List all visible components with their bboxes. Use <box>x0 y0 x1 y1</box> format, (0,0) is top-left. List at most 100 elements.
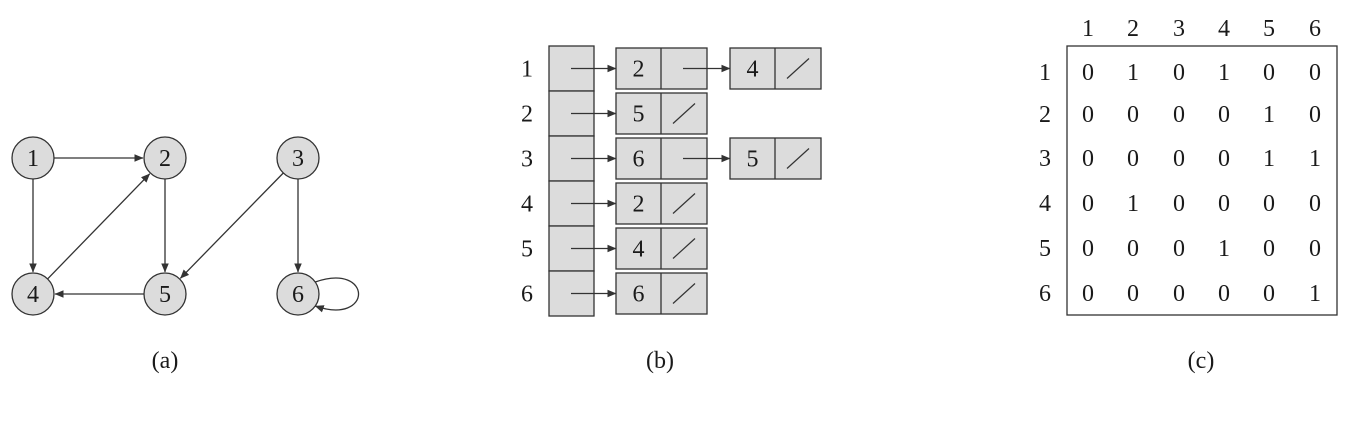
node-circle <box>143 272 187 316</box>
list-node-value: 2 <box>633 57 645 83</box>
column-header-6: 6 <box>1309 16 1321 42</box>
nil-slash <box>672 238 696 259</box>
matrix-cell: 0 <box>1173 146 1185 172</box>
column-header-1: 1 <box>1082 16 1094 42</box>
matrix-cell: 0 <box>1082 281 1094 307</box>
list-node: 5 <box>615 92 708 135</box>
matrix-cell: 0 <box>1082 102 1094 128</box>
node-label: 3 <box>292 146 304 172</box>
graph-edges <box>29 154 360 313</box>
list-node-value: 5 <box>747 147 759 173</box>
matrix-cell: 0 <box>1263 60 1275 86</box>
list-node: 2 <box>615 182 708 225</box>
vertex-label: 5 <box>521 237 533 263</box>
node-label: 1 <box>27 146 39 172</box>
node-6: 6 <box>276 272 320 316</box>
nil-slash <box>786 148 810 169</box>
node-circle <box>11 136 55 180</box>
list-node: 2 <box>615 47 731 90</box>
matrix-cell: 0 <box>1218 281 1230 307</box>
node-circle <box>11 272 55 316</box>
nil-slash <box>786 58 810 79</box>
list-node: 6 <box>615 137 731 180</box>
matrix-cell: 1 <box>1263 146 1275 172</box>
node-label: 2 <box>159 146 171 172</box>
matrix-cell: 0 <box>1127 236 1139 262</box>
matrix-cell: 0 <box>1173 60 1185 86</box>
nil-slash <box>672 193 696 214</box>
list-node-value: 4 <box>747 57 759 83</box>
vertex-label: 4 <box>521 192 533 218</box>
matrix-cell: 1 <box>1263 102 1275 128</box>
node-1: 1 <box>11 136 55 180</box>
column-header-2: 2 <box>1127 16 1139 42</box>
node-label: 5 <box>159 282 171 308</box>
matrix-cell: 0 <box>1127 102 1139 128</box>
row-header-3: 3 <box>1039 146 1051 172</box>
matrix-cell: 0 <box>1082 146 1094 172</box>
matrix-cell: 1 <box>1309 146 1321 172</box>
matrix-cell: 1 <box>1127 60 1139 86</box>
matrix-cell: 0 <box>1082 236 1094 262</box>
matrix-cell: 0 <box>1263 191 1275 217</box>
matrix-cell: 0 <box>1173 191 1185 217</box>
edge-6-6-self-loop <box>314 277 360 313</box>
matrix-cell: 0 <box>1173 236 1185 262</box>
node-label: 6 <box>292 282 304 308</box>
matrix-cell: 0 <box>1309 60 1321 86</box>
matrix-cell: 1 <box>1127 191 1139 217</box>
matrix-cell: 0 <box>1218 102 1230 128</box>
list-node: 6 <box>615 272 708 315</box>
panel-a-caption: (a) <box>152 348 179 374</box>
matrix-cell: 0 <box>1082 60 1094 86</box>
list-node: 4 <box>729 47 822 90</box>
matrix-cell: 0 <box>1173 102 1185 128</box>
matrix-cell: 0 <box>1309 236 1321 262</box>
row-header-4: 4 <box>1039 191 1051 217</box>
vertex-label: 1 <box>521 57 533 83</box>
panel-c-caption: (c) <box>1188 348 1215 374</box>
edge-4-2 <box>47 173 151 280</box>
edge-3-5 <box>179 172 284 279</box>
node-circle <box>143 136 187 180</box>
nil-slash <box>672 103 696 124</box>
vertex-label: 6 <box>521 282 533 308</box>
column-header-4: 4 <box>1218 16 1230 42</box>
list-node: 4 <box>615 227 708 270</box>
row-header-1: 1 <box>1039 60 1051 86</box>
column-header-5: 5 <box>1263 16 1275 42</box>
matrix-cell: 1 <box>1218 60 1230 86</box>
adj-list-row-1: 1 2 4 <box>521 45 822 92</box>
matrix-cell: 1 <box>1309 281 1321 307</box>
matrix-cell: 0 <box>1127 146 1139 172</box>
matrix-cell: 0 <box>1309 191 1321 217</box>
matrix-cell: 0 <box>1263 281 1275 307</box>
node-3: 3 <box>276 136 320 180</box>
matrix-border <box>1066 45 1338 316</box>
panel-b-caption: (b) <box>646 348 674 374</box>
node-circle <box>276 272 320 316</box>
matrix-cell: 0 <box>1309 102 1321 128</box>
graph-nodes: 1 2 3 4 5 6 <box>11 136 320 316</box>
node-2: 2 <box>143 136 187 180</box>
row-header-2: 2 <box>1039 102 1051 128</box>
node-label: 4 <box>27 282 39 308</box>
list-node-value: 5 <box>633 102 645 128</box>
list-node-value: 4 <box>633 237 645 263</box>
list-node-value: 6 <box>633 147 645 173</box>
vertex-label: 2 <box>521 102 533 128</box>
matrix-cell: 0 <box>1082 191 1094 217</box>
list-node: 5 <box>729 137 822 180</box>
row-header-6: 6 <box>1039 281 1051 307</box>
list-node-value: 6 <box>633 282 645 308</box>
matrix-cell: 0 <box>1218 146 1230 172</box>
node-5: 5 <box>143 272 187 316</box>
row-header-5: 5 <box>1039 236 1051 262</box>
nil-slash <box>672 283 696 304</box>
matrix-cell: 0 <box>1173 281 1185 307</box>
